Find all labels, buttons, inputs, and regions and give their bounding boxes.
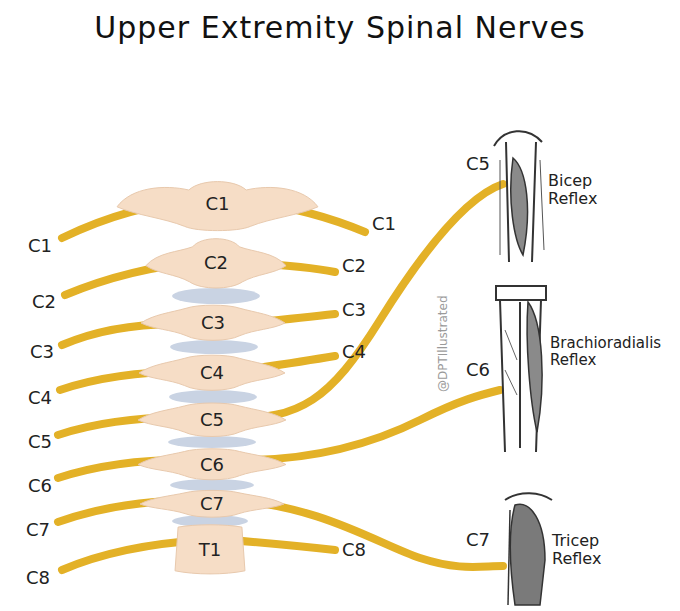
tricep-illustration — [505, 493, 552, 605]
nerve-label: C1 — [28, 236, 52, 257]
vertebra-shape — [140, 490, 284, 517]
vertebra-shape — [175, 525, 245, 574]
vertebra: T1 — [172, 524, 248, 576]
reflex-label: Brachioradialis Reflex — [550, 335, 678, 370]
vertebra-label: C2 — [204, 254, 228, 272]
vertebra: C2 — [143, 236, 289, 290]
vertebra-shape — [146, 239, 286, 288]
nerve-label: C1 — [372, 214, 396, 235]
nerve-label: C5 — [466, 154, 490, 175]
title: Upper Extremity Spinal Nerves — [0, 10, 680, 45]
watermark: @DPTIllustrated — [437, 295, 451, 392]
nerve-label: C7 — [26, 520, 50, 541]
nerve-label: C6 — [28, 476, 52, 497]
vertebra: C1 — [115, 176, 320, 232]
vertebra-label: C6 — [200, 456, 224, 474]
spinal-nerves — [58, 184, 503, 570]
nerve-label: C2 — [32, 292, 56, 313]
vertebra-shape — [138, 449, 286, 480]
vertebra-label: C3 — [201, 314, 225, 332]
vertebra-shape — [139, 355, 285, 390]
vertebra: C7 — [137, 488, 287, 520]
nerve-label: C8 — [26, 568, 50, 589]
vertebra-label: C1 — [205, 195, 229, 213]
vertebra-label: C4 — [200, 364, 224, 382]
nerve-label: C3 — [342, 300, 366, 321]
nerve-label: C8 — [342, 540, 366, 561]
vertebra-shape — [141, 305, 285, 340]
vertebra-label: T1 — [199, 541, 221, 559]
reflex-label: Tricep Reflex — [552, 532, 626, 569]
nerve-label: C4 — [28, 388, 52, 409]
forearm-illustration — [496, 286, 546, 452]
nerve-label: C4 — [342, 342, 366, 363]
nerve-label: C7 — [466, 530, 490, 551]
vertebra-shape — [138, 403, 286, 437]
vertebra-label: C7 — [200, 495, 224, 513]
nerve-label: C6 — [466, 360, 490, 381]
vertebra-shape — [117, 182, 318, 231]
vertebra: C6 — [135, 446, 289, 483]
reflex-label: Bicep Reflex — [548, 172, 622, 209]
vertebra: C4 — [136, 352, 288, 394]
bicep-illustration — [494, 131, 544, 262]
nerve-label: C5 — [28, 432, 52, 453]
nerve-label: C3 — [30, 342, 54, 363]
nerve-label: C2 — [342, 256, 366, 277]
vertebra: C3 — [138, 302, 288, 344]
vertebra: C5 — [135, 400, 289, 440]
vertebra-label: C5 — [200, 411, 224, 429]
